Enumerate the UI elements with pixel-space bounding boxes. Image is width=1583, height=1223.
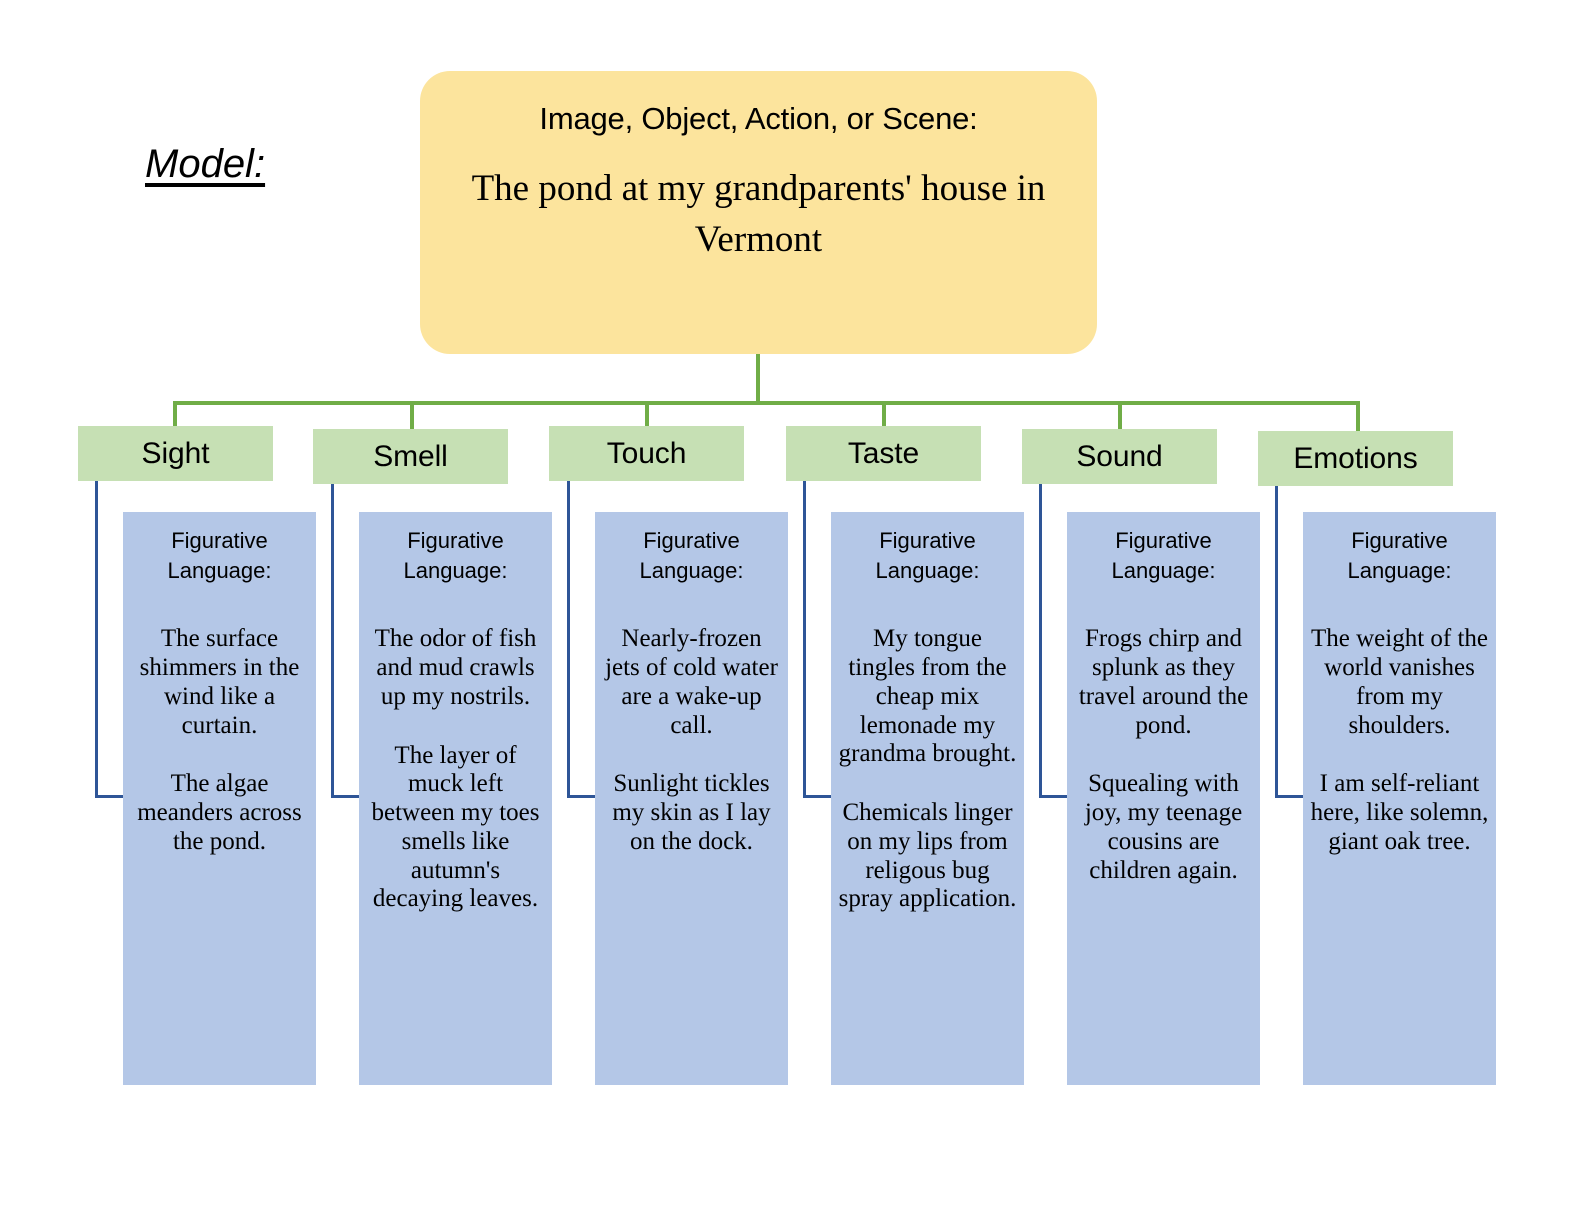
connector-elbow-emotions-horizontal: [1275, 795, 1308, 798]
connector-elbow-sight-horizontal: [95, 795, 128, 798]
category-label-taste: Taste: [847, 436, 920, 470]
category-label-emotions: Emotions: [1293, 441, 1418, 475]
root-subject-text: The pond at my grandparents' house in Ve…: [471, 168, 1046, 261]
detail-entries-emotions: The weight of the world vanishes from my…: [1309, 625, 1490, 856]
connector-elbow-sight-vertical: [95, 481, 98, 798]
category-box-touch[interactable]: Touch: [549, 426, 744, 481]
detail-entries-taste: My tongue tingles from the cheap mix lem…: [837, 625, 1018, 914]
detail-heading-sound: Figurative Language:: [1111, 528, 1216, 583]
detail-entry: I am self-reliant here, like solemn, gia…: [1310, 770, 1489, 855]
category-box-sound[interactable]: Sound: [1022, 429, 1217, 484]
category-label-touch: Touch: [606, 436, 687, 470]
detail-heading-smell: Figurative Language:: [403, 528, 508, 583]
detail-heading-emotions: Figurative Language:: [1347, 528, 1452, 583]
detail-entry: The layer of muck left between my toes s…: [371, 741, 540, 913]
root-heading: Image, Object, Action, or Scene:: [539, 101, 978, 136]
category-label-sound: Sound: [1076, 439, 1163, 473]
detail-column-sight: Figurative Language: The surface shimmer…: [123, 512, 316, 1085]
connector-elbow-sound-vertical: [1039, 484, 1042, 798]
detail-entry: My tongue tingles from the cheap mix lem…: [838, 625, 1017, 768]
category-box-sight[interactable]: Sight: [78, 426, 273, 481]
detail-column-smell: Figurative Language: The odor of fish an…: [359, 512, 552, 1085]
category-box-smell[interactable]: Smell: [313, 429, 508, 484]
detail-entry: The odor of fish and mud crawls up my no…: [374, 625, 537, 710]
detail-column-taste: Figurative Language: My tongue tingles f…: [831, 512, 1024, 1085]
detail-heading-taste: Figurative Language:: [875, 528, 980, 583]
connector-bus-horizontal: [173, 401, 1360, 405]
connector-elbow-emotions-vertical: [1275, 486, 1278, 798]
connector-trunk-vertical: [756, 354, 760, 403]
detail-heading-touch: Figurative Language:: [639, 528, 744, 583]
connector-drop-taste: [882, 401, 886, 428]
detail-entry: Chemicals linger on my lips from religou…: [838, 799, 1017, 913]
category-label-sight: Sight: [141, 436, 210, 470]
detail-entry: The surface shimmers in the wind like a …: [139, 625, 300, 739]
detail-entries-sight: The surface shimmers in the wind like a …: [129, 625, 310, 856]
detail-heading-sight: Figurative Language:: [167, 528, 272, 583]
connector-drop-emotions: [1356, 401, 1360, 432]
detail-entry: Squealing with joy, my teenage cousins a…: [1084, 770, 1243, 884]
detail-entries-touch: Nearly-frozen jets of cold water are a w…: [601, 625, 782, 856]
category-box-taste[interactable]: Taste: [786, 426, 981, 481]
connector-drop-smell: [410, 401, 414, 432]
category-label-smell: Smell: [373, 439, 448, 473]
connector-drop-sound: [1118, 401, 1122, 432]
detail-entry: Sunlight tickles my skin as I lay on the…: [612, 770, 771, 855]
root-subject-box: Image, Object, Action, or Scene: The pon…: [420, 71, 1097, 354]
connector-elbow-touch-vertical: [567, 481, 570, 798]
detail-entries-smell: The odor of fish and mud crawls up my no…: [365, 625, 546, 914]
connector-elbow-taste-horizontal: [803, 795, 836, 798]
connector-elbow-taste-vertical: [803, 481, 806, 798]
detail-entries-sound: Frogs chirp and splunk as they travel ar…: [1073, 625, 1254, 885]
detail-column-touch: Figurative Language: Nearly-frozen jets …: [595, 512, 788, 1085]
detail-entry: Nearly-frozen jets of cold water are a w…: [605, 625, 778, 739]
model-label: Model:: [145, 142, 266, 186]
connector-elbow-touch-horizontal: [567, 795, 600, 798]
connector-elbow-sound-horizontal: [1039, 795, 1072, 798]
connector-elbow-smell-vertical: [331, 484, 334, 798]
category-box-emotions[interactable]: Emotions: [1258, 431, 1453, 486]
detail-entry: The algae meanders across the pond.: [137, 770, 302, 855]
detail-entry: The weight of the world vanishes from my…: [1310, 625, 1489, 739]
detail-column-emotions: Figurative Language: The weight of the w…: [1303, 512, 1496, 1085]
connector-elbow-smell-horizontal: [331, 795, 364, 798]
connector-drop-sight: [173, 401, 177, 428]
detail-column-sound: Figurative Language: Frogs chirp and spl…: [1067, 512, 1260, 1085]
detail-entry: Frogs chirp and splunk as they travel ar…: [1078, 625, 1249, 739]
connector-drop-touch: [645, 401, 649, 428]
